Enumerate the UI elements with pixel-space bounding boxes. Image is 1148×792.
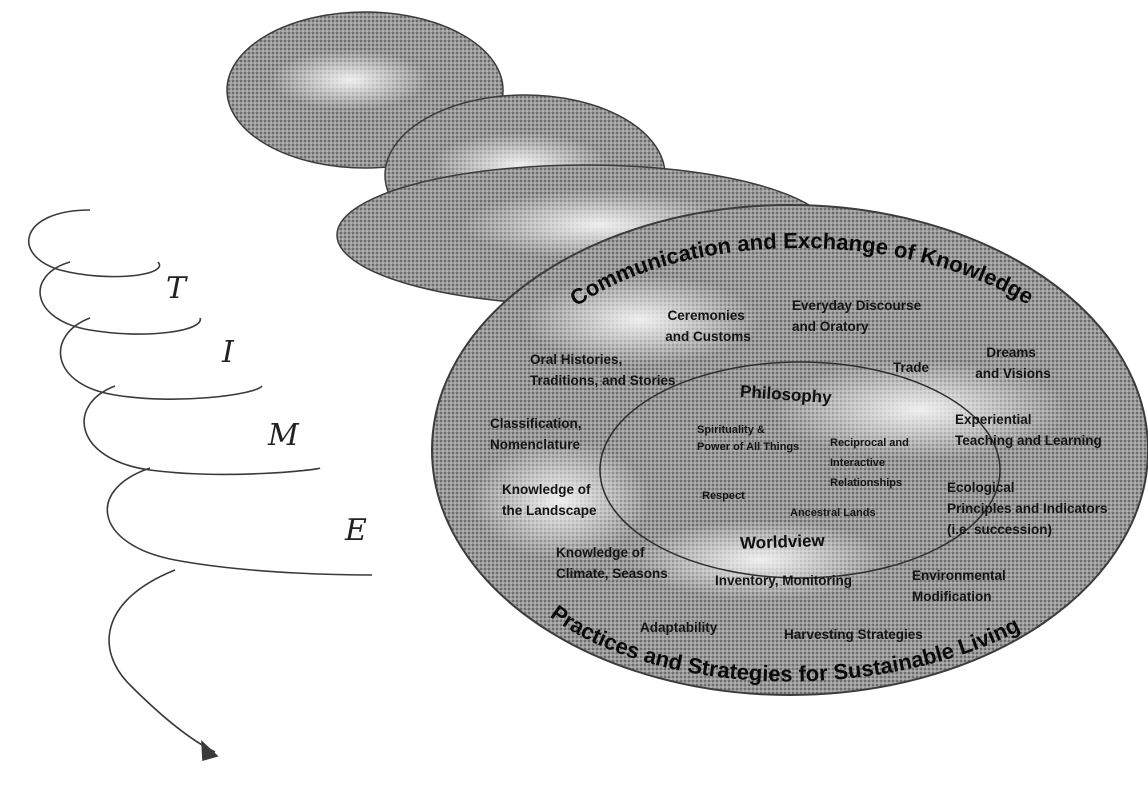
time-letters: T I M E: [166, 271, 367, 548]
label-trade: Trade: [893, 360, 930, 375]
label-inventory: Inventory, Monitoring: [715, 573, 852, 588]
label-worldview: Worldview: [740, 531, 826, 553]
time-letter-i: I: [221, 335, 235, 370]
time-spiral: [29, 210, 372, 760]
time-letter-e: E: [344, 513, 367, 548]
time-letter-t: T: [166, 271, 188, 306]
disc-1-highlight: [270, 50, 430, 110]
label-ancestral: Ancestral Lands: [790, 507, 876, 519]
label-harvesting: Harvesting Strategies: [784, 627, 923, 642]
label-adaptability: Adaptability: [640, 620, 718, 635]
time-letter-m: M: [267, 418, 300, 453]
label-respect: Respect: [702, 490, 745, 502]
